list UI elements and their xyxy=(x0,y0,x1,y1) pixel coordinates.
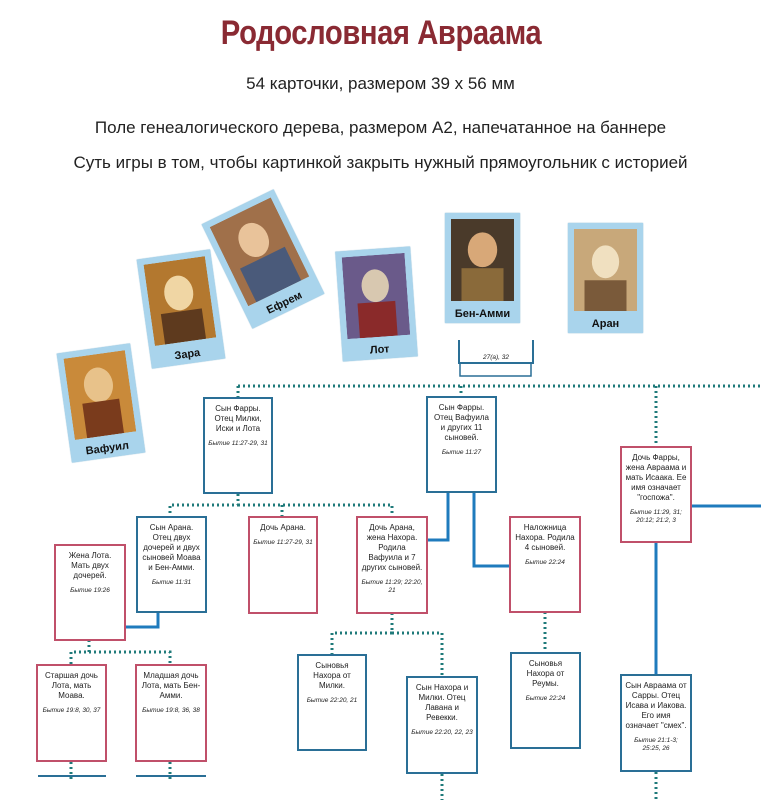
portrait-image xyxy=(451,219,514,301)
tree-box-ref: Бытие 11:31 xyxy=(151,579,192,586)
tree-box-ref: Бытие 22:20, 22, 23 xyxy=(411,729,473,736)
tree-box-ref: Бытие 11:27-29, 31 xyxy=(253,539,313,546)
subtitle-cards: 54 карточки, размером 39 х 56 мм xyxy=(246,74,515,93)
tree-box-text: Наложница Нахора. Родила 4 сыновей. xyxy=(515,523,575,552)
tree-box-elder-daughter[interactable]: Старшая дочь Лота, мать Моава. Бытие 19:… xyxy=(36,664,107,762)
page-title: Родословная Авраама xyxy=(220,14,542,52)
portrait-image xyxy=(341,252,411,340)
portrait-image xyxy=(209,197,310,307)
portrait-card-lot[interactable]: Лот xyxy=(335,246,418,362)
portrait-name: Бен-Амми xyxy=(454,308,511,320)
tree-box-text: Дочь Арана. xyxy=(260,523,306,532)
tree-box-text: Сын Арана. Отец двух дочерей и двух сыно… xyxy=(142,523,201,572)
portrait-name: Аран xyxy=(591,318,620,330)
tree-box-milcah-sons[interactable]: Сыновья Нахора от Милки. Бытие 22:20, 21 xyxy=(297,654,367,751)
tree-box-ref: Бытие 22:24 xyxy=(525,695,566,702)
tree-box-ref: Бытие 19:8, 30, 37 xyxy=(42,707,101,714)
tree-box-text: Старшая дочь Лота, мать Моава. xyxy=(45,671,98,700)
tree-box-text: Младшая дочь Лота, мать Бен-Амми. xyxy=(141,671,201,700)
tree-box-haran[interactable]: Сын Фарры. Отец Милки, Иски и Лота Бытие… xyxy=(203,397,273,494)
tree-box-ref: Бытие 19:26 xyxy=(70,587,110,594)
tree-box-ref: Бытие 11:27-29, 31 xyxy=(208,440,268,447)
portrait-name: Лот xyxy=(369,343,390,357)
portrait-card-aran[interactable]: Аран xyxy=(568,223,643,333)
tree-box-milcah[interactable]: Дочь Арана, жена Нахора. Родила Вафуила … xyxy=(356,516,428,614)
tree-box-sarah[interactable]: Дочь Фарры, жена Авраама и мать Исаака. … xyxy=(620,446,692,543)
tree-box-ref: Бытие 22:20, 21 xyxy=(306,697,358,704)
tree-box-ref: Бытие 21:1-3; 25:25, 26 xyxy=(634,737,678,752)
tree-box-ref: 27(а), 32 xyxy=(482,354,510,361)
tree-box-text: Дочь Фарры, жена Авраама и мать Исаака. … xyxy=(625,453,687,502)
portrait-image xyxy=(143,256,217,346)
tree-box-reumah[interactable]: Наложница Нахора. Родила 4 сыновей. Быти… xyxy=(509,516,581,613)
tree-box-reumah-sons[interactable]: Сыновья Нахора от Реумы. Бытие 22:24 xyxy=(510,652,581,749)
tree-box-text: Дочь Арана, жена Нахора. Родила Вафуила … xyxy=(361,523,423,572)
tree-box-bethuel[interactable]: Сын Нахора и Милки. Отец Лавана и Ревекк… xyxy=(406,676,478,774)
tree-box-text: Сыновья Нахора от Милки. xyxy=(313,661,351,690)
portrait-card-zara[interactable]: Зара xyxy=(136,249,226,369)
tree-box-ref: Бытие 11:27 xyxy=(441,449,482,456)
tree-box-isaac[interactable]: Сын Авраама от Сарры. Отец Исава и Иаков… xyxy=(620,674,692,772)
tree-box-lotwife[interactable]: Жена Лота. Мать двух дочерей. Бытие 19:2… xyxy=(54,544,126,641)
portrait-card-ben-ammi[interactable]: Бен-Амми xyxy=(445,213,520,323)
tree-box-ref: Бытие 11:29, 31; 20:12; 21:2, 3 xyxy=(630,509,682,524)
tree-box-lot[interactable]: Сын Арана. Отец двух дочерей и двух сыно… xyxy=(136,516,207,613)
portrait-image xyxy=(63,350,137,440)
tree-box-ref: Бытие 11:29; 22:20, 21 xyxy=(361,579,423,594)
portrait-image xyxy=(574,229,637,311)
tree-box-text: Сын Нахора и Милки. Отец Лавана и Ревекк… xyxy=(415,683,469,722)
tree-box-text: Жена Лота. Мать двух дочерей. xyxy=(68,551,112,580)
tree-box-text: Сын Авраама от Сарры. Отец Исава и Иаков… xyxy=(625,681,687,730)
tree-box-text: Сын Фарры. Отец Вафуила и других 11 сыно… xyxy=(434,403,489,442)
tree-box-nahor[interactable]: Сын Фарры. Отец Вафуила и других 11 сыно… xyxy=(426,396,497,493)
tree-box-text: Сын Фарры. Отец Милки, Иски и Лота xyxy=(214,404,262,433)
tree-box-ref: Бытие 19:8, 36, 38 xyxy=(142,707,200,714)
tree-box-iska[interactable]: Дочь Арана. Бытие 11:27-29, 31 xyxy=(248,516,318,614)
tree-box-younger-daughter[interactable]: Младшая дочь Лота, мать Бен-Амми. Бытие … xyxy=(135,664,207,762)
subtitle-field: Поле генеалогического дерева, размером А… xyxy=(94,118,667,137)
tree-box-ref: Бытие 22:24 xyxy=(525,559,565,566)
portrait-card-efrem[interactable]: Ефрем xyxy=(201,189,325,329)
portrait-card-vafuil[interactable]: Вафуил xyxy=(56,343,146,463)
tree-box-text: Сыновья Нахора от Реумы. xyxy=(526,659,565,688)
subtitle-game: Суть игры в том, чтобы картинкой закрыть… xyxy=(73,153,688,172)
tree-box-top: 27(а), 32 xyxy=(458,340,534,364)
